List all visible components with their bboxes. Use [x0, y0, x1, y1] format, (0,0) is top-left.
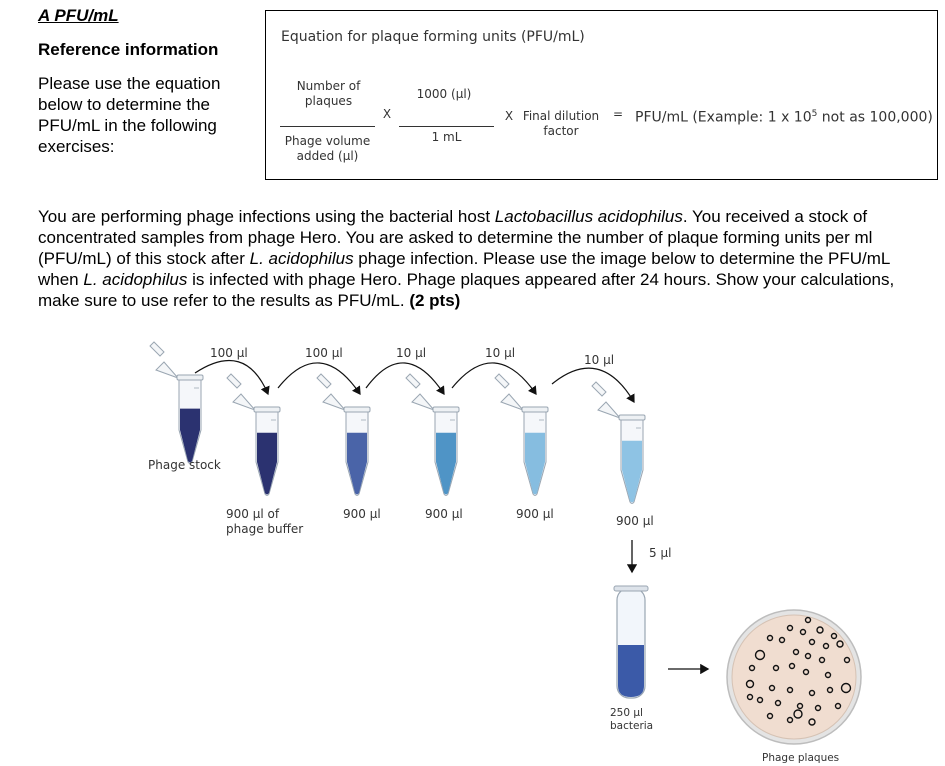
- denominator-1ml: 1 mL: [431, 130, 462, 144]
- transfer-arrows: [194, 359, 635, 404]
- organism-abbrev: L. acidophilus: [249, 249, 354, 268]
- result-suffix: not as 100,000): [817, 109, 933, 126]
- plaque: [804, 652, 812, 660]
- buffer-volume-label: 900 µl: [516, 507, 554, 521]
- denominator-volume: Phage volume added (µl): [284, 134, 371, 163]
- transfer-volume-label: 100 µl: [210, 346, 248, 360]
- plaque: [834, 702, 842, 710]
- plaque: [766, 634, 774, 642]
- plaque: [754, 649, 766, 661]
- plaque: [808, 689, 816, 697]
- dilution-factor: Final dilution factor: [522, 109, 600, 138]
- plating-volume-label: 5 µl: [649, 546, 672, 560]
- microcentrifuge-tube: [316, 373, 371, 496]
- result-text: PFU/mL (Example: 1 x 105 not as 100,000): [635, 107, 935, 126]
- plaque: [768, 684, 776, 692]
- plaque: [796, 702, 804, 710]
- numerator-plaques: Number of plaques: [296, 79, 361, 108]
- plaque: [802, 668, 810, 676]
- numerator-1000: 1000 (µl): [416, 87, 472, 101]
- microcentrifuge-tube: [494, 373, 549, 496]
- plaque: [840, 682, 852, 694]
- organism-abbrev: L. acidophilus: [83, 270, 188, 289]
- plaque: [786, 624, 794, 632]
- plate-label: Phage plaques: [762, 752, 840, 764]
- plaque: [788, 662, 796, 670]
- plaque: [816, 626, 824, 634]
- plaque: [822, 642, 830, 650]
- microcentrifuge-tube: [405, 373, 460, 496]
- buffer-volume-label: 900 µl: [616, 514, 654, 528]
- plaque: [746, 693, 754, 701]
- times-sign-2: X: [504, 109, 514, 123]
- plaque: [824, 671, 832, 679]
- plaque: [804, 616, 812, 624]
- transfer-volume-label: 10 µl: [485, 346, 516, 360]
- transfer-volume-label: 10 µl: [584, 353, 615, 367]
- buffer-volume-label: 900 µl: [425, 507, 463, 521]
- result-exponent: 5: [811, 109, 818, 119]
- plaque: [830, 632, 838, 640]
- plaque: [774, 699, 782, 707]
- fraction-line-1: [280, 126, 375, 127]
- plaque: [748, 664, 756, 672]
- points-label: (2 pts): [409, 291, 461, 310]
- microcentrifuge-tube: [226, 373, 281, 496]
- fraction-line-2: [399, 126, 494, 127]
- equation-box: Equation for plaque forming units (PFU/m…: [265, 10, 938, 180]
- plaque: [799, 628, 807, 636]
- plaque: [756, 696, 764, 704]
- plaque: [772, 664, 780, 672]
- times-sign-1: X: [382, 107, 392, 121]
- transfer-volume-label: 100 µl: [305, 346, 343, 360]
- equals-sign: =: [612, 107, 624, 121]
- tubes: [149, 341, 646, 504]
- organism-name: Lactobacillus acidophilus: [494, 207, 683, 226]
- plaque: [808, 638, 816, 646]
- plaque: [792, 648, 800, 656]
- reference-heading: Reference information: [38, 40, 219, 59]
- plaque: [814, 704, 822, 712]
- microcentrifuge-tube: [149, 341, 204, 464]
- section-title: A PFU/mL: [38, 6, 119, 25]
- microcentrifuge-tube: [591, 381, 646, 504]
- buffer-volume-label: 900 µl: [343, 507, 381, 521]
- plaque: [766, 712, 774, 720]
- transfer-volume-label: 10 µl: [396, 346, 427, 360]
- plaque: [826, 686, 834, 694]
- plaque: [843, 656, 851, 664]
- plaque: [793, 709, 803, 719]
- bacteria-tube: [613, 585, 649, 699]
- plaque: [745, 679, 755, 689]
- plaque: [786, 716, 794, 724]
- question-text: You are performing phage infections usin…: [38, 207, 895, 310]
- plaque: [836, 640, 844, 648]
- plaque: [778, 636, 786, 644]
- plaque: [786, 686, 794, 694]
- equation-title: Equation for plaque forming units (PFU/m…: [281, 29, 585, 45]
- result-prefix: PFU/mL (Example: 1 x 10: [635, 109, 812, 126]
- reference-text: Please use the equation below to determi…: [38, 74, 221, 156]
- plaque: [808, 718, 816, 726]
- phage-stock-label: Phage stock: [148, 458, 221, 472]
- petri-plate: [726, 609, 862, 745]
- plaque: [818, 656, 826, 664]
